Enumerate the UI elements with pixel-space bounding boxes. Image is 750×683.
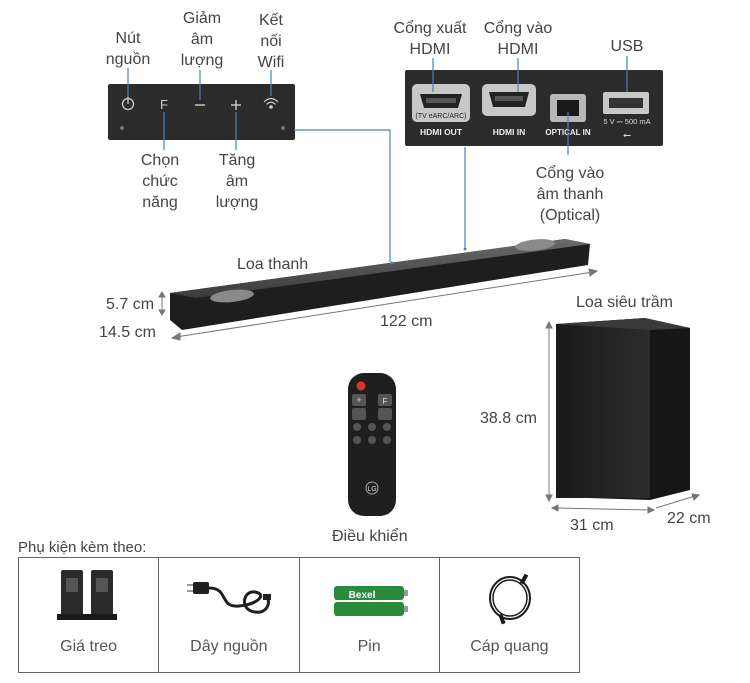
accessory-optical-cable: Cáp quang [440,558,579,672]
hdmi-out-port: (TV eARC/ARC) HDMI OUT [412,84,470,137]
optical-cable-icon [488,573,531,625]
optical-label: Cổng vào âm thanh (Optical) [535,165,605,224]
volume-up-icon [231,100,241,110]
accessories-title: Phụ kiện kèm theo: [18,539,147,556]
subwoofer-width: 31 cm [570,517,614,534]
hdmi-in-label: Cổng vào HDMI [483,20,553,58]
svg-text:F: F [383,397,388,406]
wall-bracket-icon [57,570,117,620]
remote-power-icon [356,381,366,391]
accessory-wall-bracket: Giá treo [19,558,160,672]
function-label: Chọn chức năng [140,152,180,211]
wifi-label: Kết nối Wifi [257,12,285,71]
subwoofer [545,318,701,514]
subwoofer-height: 38.8 cm [480,410,537,427]
wifi-icon [263,97,279,109]
soundbar-label: Loa thanh [237,256,309,273]
accessory-name: Giá treo [60,638,118,655]
ports-panel: (TV eARC/ARC) HDMI OUT HDMI IN OPTICAL I… [294,56,663,262]
usb-port: 5 V ⎓ 500 mA ⭠ [603,92,651,141]
volume-down-label: Giảm âm lượng [180,10,224,69]
subwoofer-label: Loa siêu trầm [576,294,673,311]
accessory-power-cord: Dây nguồn [159,558,300,672]
hdmi-out-label: Cổng xuất HDMI [393,20,467,58]
svg-text:HDMI IN: HDMI IN [493,127,526,137]
svg-text:5 V ⎓ 500 mA: 5 V ⎓ 500 mA [603,117,650,126]
usb-label: USB [610,38,644,55]
power-icon [121,97,135,111]
soundbar-height: 5.7 cm [106,296,155,313]
usb-icon: ⭠ [623,130,631,141]
svg-text:(TV eARC/ARC): (TV eARC/ARC) [416,113,467,120]
soundbar [158,239,599,341]
svg-text:Bexel: Bexel [348,590,375,601]
accessory-name: Pin [357,638,381,655]
svg-text:+: + [356,395,361,405]
remote-label: Điều khiển [332,528,408,545]
power-button-label: Nút nguồn [105,30,151,68]
remote-control: + F LG [348,373,396,516]
control-panel: F [108,68,295,150]
svg-text:LG: LG [367,486,376,493]
battery-icon: Bexel [333,586,408,616]
accessory-name: Dây nguồn [190,638,268,655]
volume-up-label: Tăng âm lượng [215,152,259,211]
accessory-name: Cáp quang [470,638,549,655]
hdmi-in-port: HDMI IN [482,84,536,137]
accessory-batteries: Bexel Pin [300,558,440,672]
subwoofer-depth: 22 cm [667,510,711,527]
accessories-box: Giá treo Dây nguồn Bexel Pin [18,557,580,673]
svg-text:HDMI OUT: HDMI OUT [420,127,463,137]
function-glyph: F [160,97,168,112]
soundbar-depth: 14.5 cm [99,324,156,341]
power-cord-icon [187,582,272,614]
soundbar-width: 122 cm [380,313,433,330]
